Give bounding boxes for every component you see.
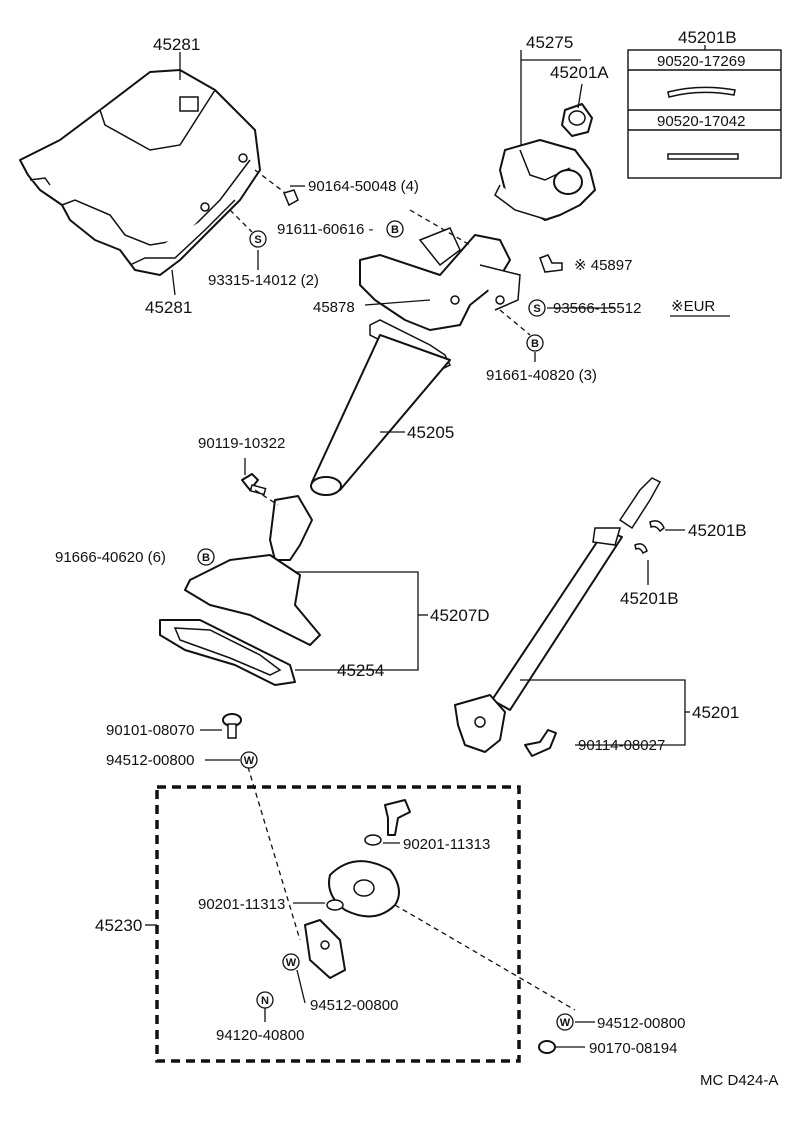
svg-text:W: W (244, 755, 255, 767)
label-90101: 90101-08070 (106, 722, 194, 739)
lower-bracket-drawing (159, 495, 321, 686)
label-93566: 93566-15512 (553, 300, 641, 317)
tag-w-94512-c: W (556, 1013, 574, 1031)
svg-text:W: W (560, 1017, 571, 1029)
kit-45230-box (155, 785, 521, 1063)
label-45207D: 45207D (430, 606, 490, 625)
svg-text:N: N (261, 995, 269, 1007)
svg-text:B: B (391, 224, 399, 236)
part-number-labels: 45281 45281 45275 45201A 45201B 90520-17… (55, 28, 778, 1089)
tag-s-93315: S (249, 230, 267, 248)
label-90164: 90164-50048 (4) (308, 178, 419, 195)
label-45201A: 45201A (550, 63, 609, 82)
tag-n-94120: N (256, 991, 274, 1009)
label-45205: 45205 (407, 423, 454, 442)
svg-text:S: S (533, 303, 540, 315)
label-94512-b: 94512-00800 (310, 997, 398, 1014)
svg-text:B: B (202, 552, 210, 564)
label-45878: 45878 (313, 299, 355, 316)
bolt-90101-drawing (222, 713, 242, 739)
fastener-dash-lines (229, 169, 576, 1011)
label-91661: 91661-40820 (3) (486, 367, 597, 384)
tag-w-94512-a: W (240, 751, 258, 769)
svg-text:B: B (531, 338, 539, 350)
svg-text:W: W (286, 957, 297, 969)
label-45201B-1: 45201B (688, 521, 747, 540)
footer-code: MC D424-A (700, 1072, 778, 1089)
label-90114: 90114-08027 (578, 737, 665, 754)
label-eur-note: ※EUR (671, 298, 715, 315)
label-94512-c: 94512-00800 (597, 1015, 685, 1032)
tag-w-94512-b: W (282, 953, 300, 971)
label-45201B-header: 45201B (678, 28, 737, 47)
universal-joint-drawing (304, 799, 411, 979)
label-94512-a: 94512-00800 (106, 752, 194, 769)
label-kit-row1: 90520-17269 (657, 53, 745, 70)
label-45281-top: 45281 (153, 35, 200, 54)
label-45275: 45275 (526, 33, 573, 52)
label-93315: 93315-14012 (2) (208, 272, 319, 289)
tag-b-91611: B (386, 220, 404, 238)
tag-b-91666: B (197, 548, 215, 566)
label-45897: ※ 45897 (574, 257, 632, 274)
label-90119: 90119-10322 (198, 435, 285, 452)
label-kit-row2: 90520-17042 (657, 113, 745, 130)
lock-switch-drawing (494, 103, 596, 221)
column-tube-drawing (310, 334, 451, 496)
label-90201-b: 90201-11313 (198, 896, 285, 913)
fastener-glyphs (282, 189, 563, 1054)
label-45254: 45254 (337, 661, 384, 680)
steering-shaft-drawing (454, 477, 665, 757)
label-90170: 90170-08194 (589, 1040, 677, 1057)
column-cover-drawing (19, 69, 261, 276)
label-91611: 91611-60616 - (277, 221, 373, 238)
svg-text:S: S (254, 234, 261, 246)
label-45281-bottom: 45281 (145, 298, 192, 317)
label-45230: 45230 (95, 916, 142, 935)
label-90201-a: 90201-11313 (403, 836, 490, 853)
label-45201: 45201 (692, 703, 739, 722)
label-94120: 94120-40800 (216, 1027, 304, 1044)
label-45201B-2: 45201B (620, 589, 679, 608)
tag-b-91661: B (526, 334, 544, 352)
leader-lines (145, 45, 706, 1048)
bolt-90119-drawing (241, 473, 267, 496)
tag-s-93566: S (528, 299, 546, 317)
label-91666: 91666-40620 (6) (55, 549, 166, 566)
